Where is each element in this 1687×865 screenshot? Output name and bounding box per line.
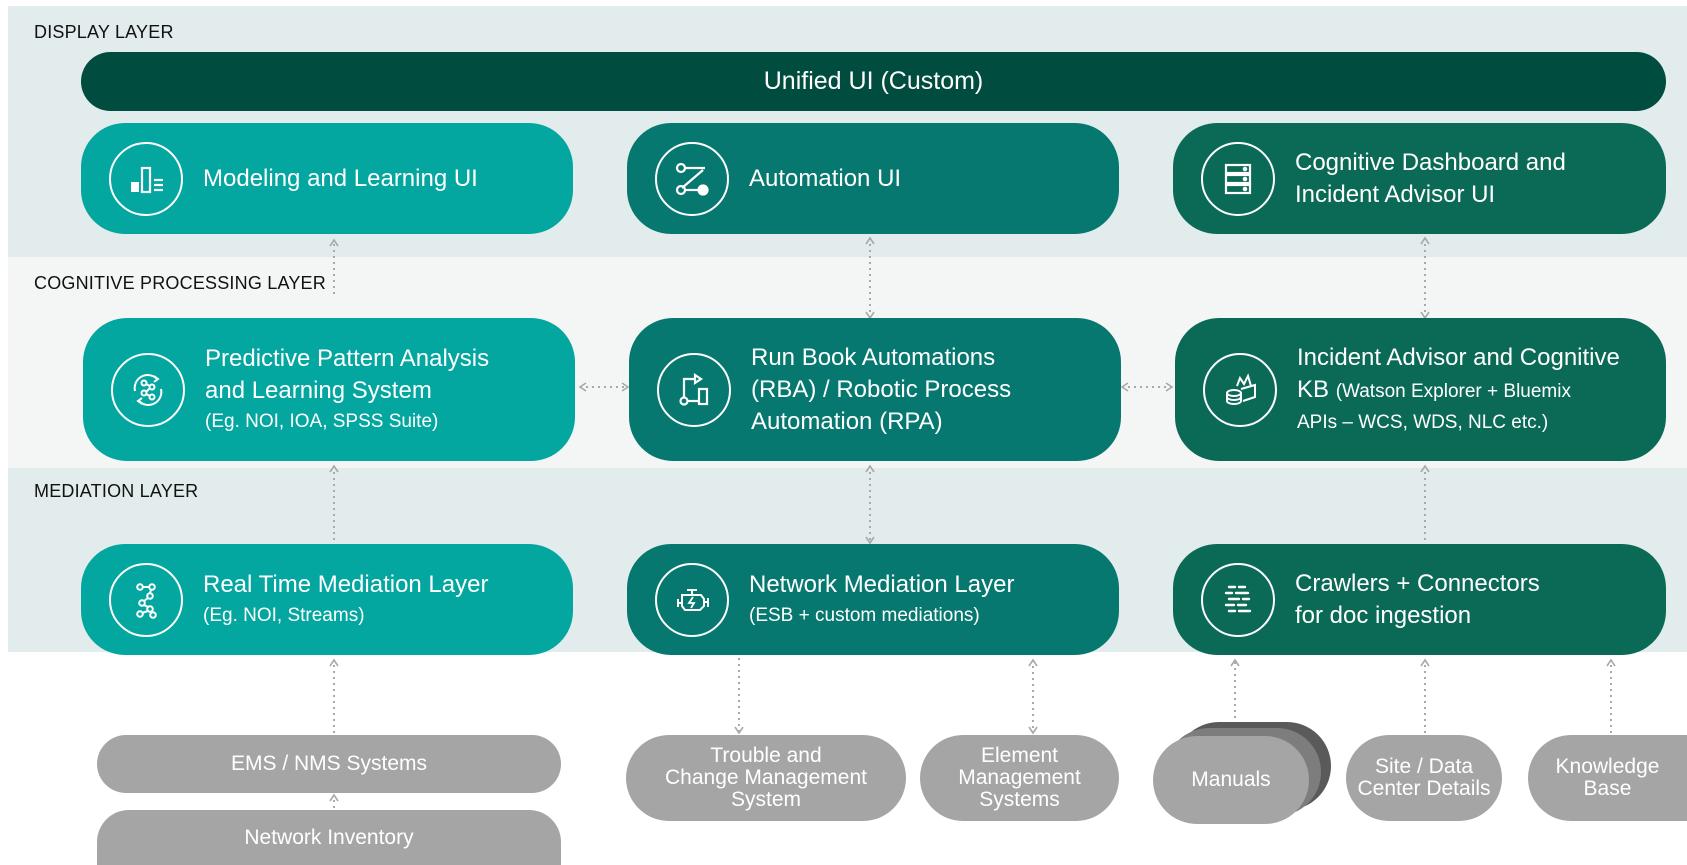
rba-label-line1: Run Book Automations — [751, 343, 996, 371]
trouble-label-line3: System — [730, 788, 801, 811]
predictive-pattern-box[interactable]: Predictive Pattern Analysis and Learning… — [83, 318, 575, 461]
run-book-automation-box[interactable]: Run Book Automations (RBA) / Robotic Pro… — [629, 318, 1121, 461]
workflow-icon — [655, 141, 729, 216]
mediation-layer-label: MEDIATION LAYER — [34, 481, 199, 501]
predictive-label-line2: and Learning System — [205, 376, 432, 404]
modeling-learning-ui-box[interactable]: Modeling and Learning UI — [81, 123, 573, 234]
crawlers-label-line1: Crawlers + Connectors — [1295, 569, 1540, 597]
dashboard-label-line2: Incident Advisor UI — [1295, 180, 1496, 208]
site-data-center-pill[interactable]: Site / Data Center Details — [1346, 735, 1502, 821]
cycle-network-icon — [111, 352, 185, 427]
element-label-line3: Systems — [979, 788, 1060, 811]
site-label-line2: Center Details — [1357, 777, 1491, 800]
element-label-line1: Element — [980, 744, 1059, 767]
predictive-label-line1: Predictive Pattern Analysis — [205, 344, 490, 372]
trouble-change-management-pill[interactable]: Trouble and Change Management System — [626, 735, 906, 821]
automation-label: Automation UI — [749, 164, 902, 192]
unified-ui-bar[interactable]: Unified UI (Custom) — [81, 52, 1666, 111]
predictive-sublabel: (Eg. NOI, IOA, SPSS Suite) — [205, 410, 439, 432]
network-mediation-box[interactable]: Network Mediation Layer (ESB + custom me… — [627, 544, 1119, 655]
inventory-label: Network Inventory — [244, 825, 414, 849]
automation-ui-box[interactable]: Automation UI — [627, 123, 1119, 234]
network-mediation-label: Network Mediation Layer — [749, 570, 1015, 598]
incident-label-line3: APIs – WCS, WDS, NLC etc.) — [1297, 411, 1549, 433]
unified-ui-label: Unified UI (Custom) — [763, 67, 984, 95]
real-time-mediation-box[interactable]: Real Time Mediation Layer (Eg. NOI, Stre… — [81, 544, 573, 655]
incident-label-kb: KB — [1297, 375, 1330, 403]
dashboard-label-line1: Cognitive Dashboard and — [1295, 148, 1566, 176]
ems-label: EMS / NMS Systems — [230, 752, 428, 775]
network-mediation-sublabel: (ESB + custom mediations) — [749, 604, 980, 626]
manuals-label: Manuals — [1191, 768, 1271, 791]
cognitive-dashboard-box[interactable]: Cognitive Dashboard and Incident Advisor… — [1173, 123, 1666, 234]
site-label-line1: Site / Data — [1374, 755, 1474, 778]
incident-label-watson: (Watson Explorer + Bluemix — [1335, 380, 1571, 402]
rba-label-line2: (RBA) / Robotic Process — [751, 375, 1012, 403]
engine-icon — [655, 562, 729, 637]
incident-label-line1: Incident Advisor and Cognitive — [1297, 343, 1620, 371]
modeling-label: Modeling and Learning UI — [203, 164, 478, 192]
crawlers-label-line2: for doc ingestion — [1295, 601, 1472, 629]
process-flow-icon — [657, 352, 731, 427]
kb-label-line1: Knowledge — [1555, 755, 1660, 778]
cognitive-layer-label: COGNITIVE PROCESSING LAYER — [34, 273, 326, 293]
knowledge-base-pill[interactable]: Knowledge Base — [1528, 735, 1687, 821]
element-label-line2: Management — [958, 766, 1081, 789]
node-chain-icon — [109, 562, 183, 637]
network-inventory-pill[interactable]: Network Inventory — [97, 810, 561, 865]
trouble-label-line2: Change Management — [665, 766, 867, 789]
rba-label-line3: Automation (RPA) — [751, 407, 943, 435]
display-layer-label: DISPLAY LAYER — [34, 22, 174, 42]
realtime-sublabel: (Eg. NOI, Streams) — [203, 604, 365, 626]
database-book-icon — [1203, 352, 1277, 427]
bar-chart-icon — [109, 141, 183, 216]
manuals-pill: Manuals — [1153, 736, 1309, 824]
kb-label-line2: Base — [1583, 777, 1632, 800]
trouble-label-line1: Trouble and — [710, 744, 822, 767]
element-management-pill[interactable]: Element Management Systems — [920, 735, 1119, 821]
realtime-label: Real Time Mediation Layer — [203, 570, 489, 598]
incident-advisor-box[interactable]: Incident Advisor and Cognitive KB (Watso… — [1175, 318, 1666, 461]
server-stack-icon — [1201, 141, 1275, 216]
crawlers-connectors-box[interactable]: Crawlers + Connectors for doc ingestion — [1173, 544, 1666, 655]
manuals-stack[interactable]: Manuals — [1151, 720, 1333, 828]
ems-nms-systems-pill[interactable]: EMS / NMS Systems — [97, 735, 561, 793]
data-list-icon — [1201, 562, 1275, 637]
